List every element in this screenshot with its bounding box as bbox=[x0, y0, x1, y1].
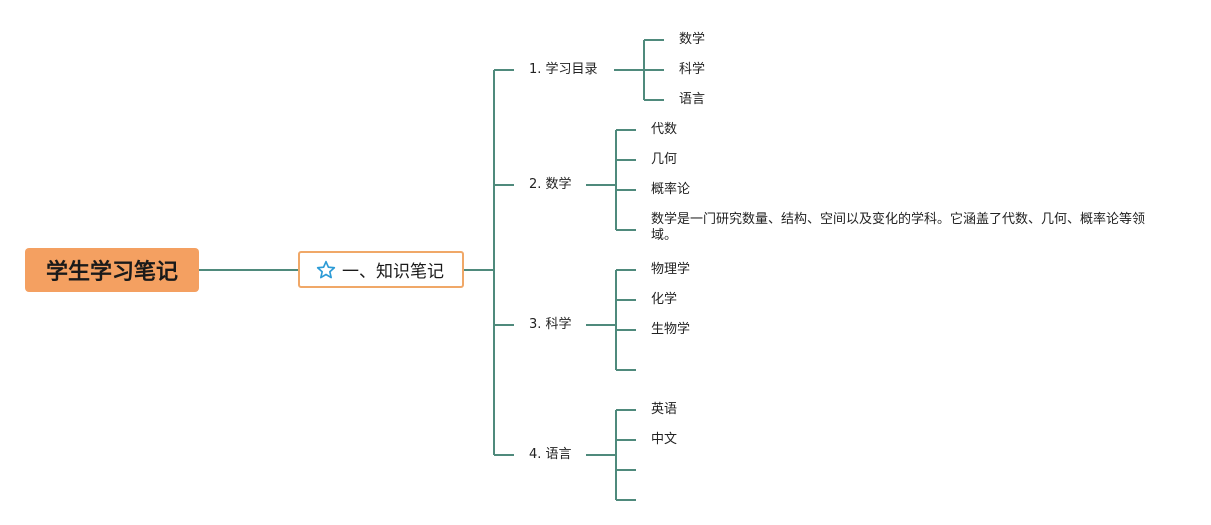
root-node[interactable]: 学生学习笔记 bbox=[25, 248, 199, 292]
leaf-node[interactable]: 中文 bbox=[651, 432, 678, 447]
section-node-3[interactable]: 3. 科学 bbox=[529, 317, 572, 332]
star-icon bbox=[316, 260, 336, 278]
root-node-label: 学生学习笔记 bbox=[45, 260, 178, 285]
leaf-node[interactable]: 代数 bbox=[651, 122, 678, 137]
leaf-node[interactable]: 科学 bbox=[679, 62, 706, 77]
leaf-node[interactable]: 化学 bbox=[651, 292, 678, 307]
leaf-node[interactable]: 物理学 bbox=[651, 262, 691, 277]
leaf-node[interactable]: 数学 bbox=[679, 32, 706, 47]
section-node-4[interactable]: 4. 语言 bbox=[529, 447, 572, 462]
main-topic-label: 一、知识笔记 bbox=[342, 262, 444, 282]
leaf-node[interactable]: 英语 bbox=[651, 402, 678, 417]
section-node-1[interactable]: 1. 学习目录 bbox=[529, 62, 598, 77]
section-node-2[interactable]: 2. 数学 bbox=[529, 177, 572, 192]
leaf-node[interactable]: 语言 bbox=[679, 92, 706, 107]
leaf-node[interactable]: 几何 bbox=[651, 152, 678, 167]
main-topic-node[interactable]: 一、知识笔记 bbox=[298, 251, 464, 288]
leaf-node[interactable]: 生物学 bbox=[651, 322, 691, 337]
leaf-node[interactable]: 概率论 bbox=[651, 182, 691, 197]
leaf-node-note[interactable]: 数学是一门研究数量、结构、空间以及变化的学科。它涵盖了代数、几何、概率论等领域。 bbox=[651, 212, 1146, 243]
